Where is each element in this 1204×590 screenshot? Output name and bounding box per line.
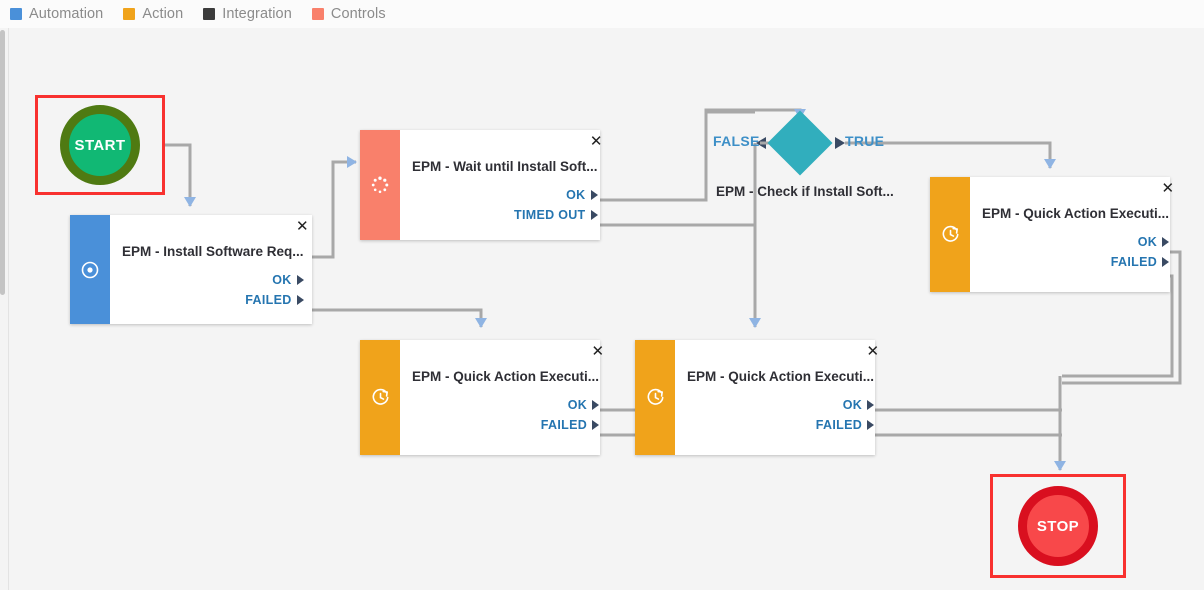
- legend-label: Controls: [330, 6, 386, 22]
- port-label: OK: [1137, 235, 1158, 249]
- node-check-if-title: EPM - Check if Install Soft...: [716, 184, 894, 199]
- port-arrow-icon: [296, 275, 304, 285]
- node-category-bar: [70, 215, 110, 324]
- node-quick-action-bottom-mid[interactable]: ✕ EPM - Quick Action Executi... OK FAILE…: [635, 340, 879, 455]
- legend-bar: Automation Action Integration Controls: [0, 0, 1204, 28]
- port-failed[interactable]: FAILED: [412, 418, 600, 432]
- port-arrow-icon: [296, 295, 304, 305]
- spinner-icon: [371, 176, 389, 194]
- port-label: OK: [566, 188, 586, 202]
- node-category-bar: [360, 340, 400, 455]
- node-category-bar: [930, 177, 970, 292]
- close-icon[interactable]: ✕: [589, 133, 603, 150]
- port-label: FAILED: [815, 418, 863, 432]
- canvas-left-border: [8, 28, 9, 590]
- port-arrow-icon: [592, 420, 600, 430]
- port-arrow-icon: [867, 420, 875, 430]
- port-ok[interactable]: OK: [687, 398, 875, 412]
- node-quick-action-bottom-left[interactable]: ✕ EPM - Quick Action Executi... OK FAILE…: [360, 340, 604, 455]
- port-label: TIMED OUT: [514, 208, 586, 222]
- close-icon[interactable]: ✕: [866, 343, 880, 360]
- port-label: FAILED: [1110, 255, 1158, 269]
- port-timed-out[interactable]: TIMED OUT: [412, 208, 598, 222]
- node-title: EPM - Quick Action Executi...: [412, 369, 600, 384]
- vertical-scrollbar[interactable]: [0, 30, 5, 295]
- port-label: OK: [567, 398, 588, 412]
- legend-label: Integration: [222, 6, 292, 22]
- close-icon[interactable]: ✕: [295, 218, 309, 235]
- clock-refresh-icon: [647, 388, 663, 405]
- clock-refresh-icon: [942, 225, 958, 242]
- branch-label-true: TRUE: [845, 133, 885, 149]
- port-ok[interactable]: OK: [412, 188, 598, 202]
- start-node-selection[interactable]: START: [35, 95, 165, 195]
- node-title: EPM - Install Software Req...: [122, 244, 304, 259]
- node-ports: OK FAILED: [412, 392, 600, 432]
- close-icon[interactable]: ✕: [591, 343, 605, 360]
- square-swatch-icon: [203, 8, 216, 20]
- legend-item-controls[interactable]: Controls: [311, 6, 386, 22]
- node-ports: OK FAILED: [982, 229, 1170, 269]
- port-label: OK: [272, 273, 292, 287]
- port-arrow-icon: [1162, 257, 1170, 267]
- port-arrow-icon: [1162, 237, 1170, 247]
- target-dot-icon: [81, 261, 99, 278]
- stop-label: STOP: [1036, 517, 1080, 535]
- port-label: FAILED: [540, 418, 588, 432]
- square-swatch-icon: [10, 8, 22, 20]
- port-label: FAILED: [245, 293, 292, 307]
- port-ok[interactable]: OK: [982, 235, 1170, 249]
- legend-item-integration[interactable]: Integration: [203, 6, 292, 22]
- legend-item-automation[interactable]: Automation: [10, 6, 103, 22]
- node-title: EPM - Quick Action Executi...: [687, 369, 875, 384]
- node-body: ✕ EPM - Quick Action Executi... OK FAILE…: [675, 340, 886, 455]
- node-check-if-decision[interactable]: [767, 110, 833, 176]
- stop-node[interactable]: STOP: [1018, 486, 1098, 566]
- node-ports: OK FAILED: [122, 267, 304, 307]
- start-label: START: [74, 136, 126, 154]
- diamond-decision-icon: [767, 110, 833, 176]
- node-title: EPM - Quick Action Executi...: [982, 206, 1170, 221]
- port-arrow-icon: [592, 400, 600, 410]
- node-install-software[interactable]: ✕ EPM - Install Software Req... OK FAILE…: [70, 215, 312, 324]
- square-swatch-icon: [311, 8, 324, 20]
- legend-item-action[interactable]: Action: [123, 6, 183, 22]
- node-body: ✕ EPM - Install Software Req... OK FAILE…: [110, 215, 316, 324]
- port-failed[interactable]: FAILED: [122, 293, 304, 307]
- stop-node-selection[interactable]: STOP: [990, 474, 1126, 578]
- port-arrow-icon: [590, 190, 598, 200]
- node-quick-action-right[interactable]: ✕ EPM - Quick Action Executi... OK FAILE…: [930, 177, 1174, 292]
- square-swatch-icon: [123, 8, 136, 20]
- node-ports: OK FAILED: [687, 392, 875, 432]
- port-arrow-icon: [590, 210, 598, 220]
- clock-refresh-icon: [372, 388, 388, 405]
- node-body: ✕ EPM - Quick Action Executi... OK FAILE…: [400, 340, 611, 455]
- node-category-bar: [635, 340, 675, 455]
- node-body: ✕ EPM - Quick Action Executi... OK FAILE…: [970, 177, 1181, 292]
- legend-label: Action: [142, 6, 184, 22]
- port-failed[interactable]: FAILED: [982, 255, 1170, 269]
- port-label: OK: [842, 398, 863, 412]
- node-body: ✕ EPM - Wait until Install Soft... OK TI…: [400, 130, 610, 240]
- node-wait-until[interactable]: ✕ EPM - Wait until Install Soft... OK TI…: [360, 130, 603, 240]
- close-icon[interactable]: ✕: [1161, 180, 1175, 197]
- branch-label-false: FALSE: [713, 133, 760, 149]
- port-ok[interactable]: OK: [412, 398, 600, 412]
- node-title: EPM - Wait until Install Soft...: [412, 159, 598, 174]
- port-ok[interactable]: OK: [122, 273, 304, 287]
- port-arrow-icon: [867, 400, 875, 410]
- node-ports: OK TIMED OUT: [412, 182, 598, 222]
- port-failed[interactable]: FAILED: [687, 418, 875, 432]
- start-node[interactable]: START: [60, 105, 140, 185]
- legend-label: Automation: [29, 6, 104, 22]
- node-category-bar: [360, 130, 400, 240]
